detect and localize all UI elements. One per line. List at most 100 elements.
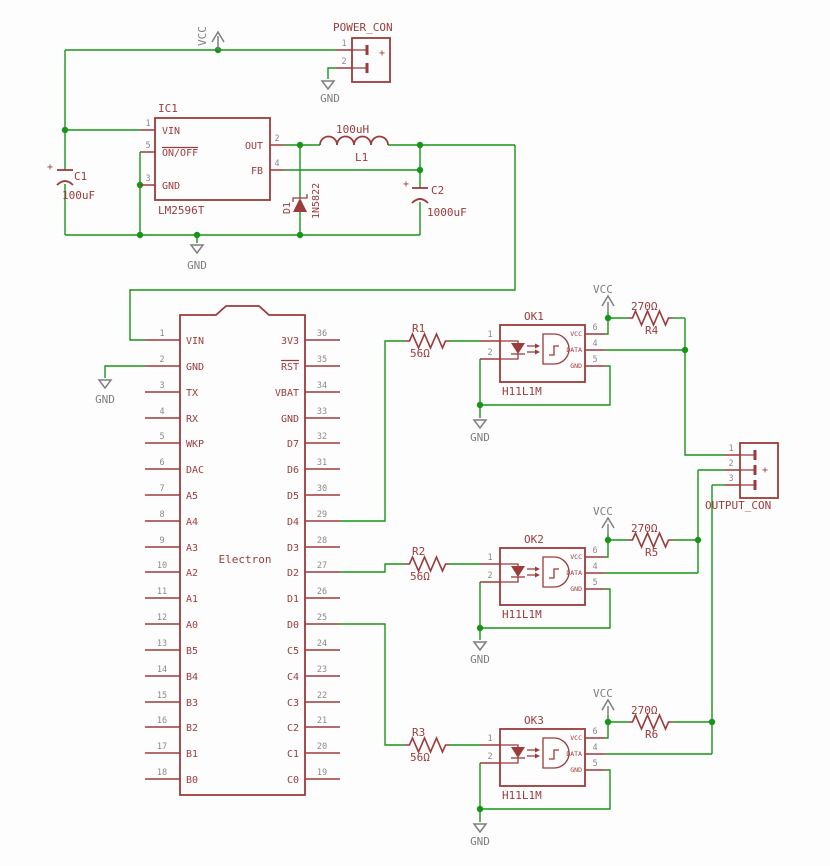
mcu-pin-name: DAC: [186, 465, 204, 476]
mcu-pin-number: 18: [157, 768, 167, 778]
vcc-label: VCC: [593, 283, 613, 296]
pin-name-fb: FB: [251, 166, 263, 177]
r4-name-label: R4: [645, 324, 659, 337]
mcu-pin-number: 9: [159, 536, 164, 546]
d1-name-label: D1: [282, 202, 293, 214]
mcu-pin-number: 15: [157, 691, 167, 701]
mcu-pin-number: 17: [157, 742, 167, 752]
gnd-label: GND: [320, 92, 340, 105]
r2-name-label: R2: [412, 545, 425, 558]
pin-number: 1: [728, 444, 733, 454]
net-wires[interactable]: [61, 46, 724, 822]
mcu-pin-number: 36: [317, 329, 327, 339]
mcu-pin-number: 12: [157, 613, 167, 623]
regulator-ic1[interactable]: IC1 1 5 3 2 4 VIN ON/OFF GND OUT FB LM25…: [140, 102, 285, 217]
mcu-pin-name: D1: [287, 594, 299, 605]
mcu-pin-name: A3: [186, 543, 198, 554]
pin-number: 1: [487, 330, 492, 340]
ic1-value-label: LM2596T: [158, 204, 205, 217]
r3-value-label: 56Ω: [410, 751, 430, 764]
resistor-r4[interactable]: 270Ω R4: [628, 300, 673, 337]
c2-name-label: C2: [431, 184, 444, 197]
gnd-label: GND: [470, 431, 490, 444]
pin-number: 2: [728, 459, 733, 469]
mcu-pin-number: 4: [159, 407, 164, 417]
resistor-r5[interactable]: 270Ω R5: [628, 522, 673, 559]
opto-pin-label-data: DATA: [566, 750, 582, 758]
mcu-pin-name: B5: [186, 646, 198, 657]
gnd-label: GND: [95, 393, 115, 406]
capacitor-c2[interactable]: + C2 1000uF: [403, 179, 467, 219]
mcu-pin-name: B3: [186, 698, 198, 709]
mcu-pin-number: 24: [317, 639, 327, 649]
vcc-symbol-ok2[interactable]: VCC: [593, 505, 615, 534]
c1-name-label: C1: [74, 170, 87, 183]
pin-number: 1: [341, 39, 346, 49]
pin-number: 4: [592, 743, 597, 753]
gnd-symbol-ok2[interactable]: GND: [470, 641, 490, 666]
mcu-pin-name: VBAT: [275, 388, 299, 399]
vcc-label: VCC: [593, 505, 613, 518]
output-connector[interactable]: + 1 2 3 OUTPUT_CON: [705, 442, 779, 512]
ok3-name-label: OK3: [524, 714, 544, 727]
mcu-name-label: Electron: [219, 553, 272, 566]
optocoupler-ok2[interactable]: OK2 VCC DATA GND 1 2 6 4 5 H11L1M: [480, 533, 605, 621]
polarity-plus: +: [762, 465, 768, 476]
gnd-symbol-ok3[interactable]: GND: [470, 823, 490, 848]
mcu-electron[interactable]: Electron 1 2 3 4 5 6 7 8 9 10 11 12 13 1…: [145, 305, 340, 796]
gnd-symbol-mcu[interactable]: GND: [95, 379, 115, 406]
mcu-pin-name: C4: [287, 672, 299, 683]
mcu-pin-number: 26: [317, 587, 327, 597]
mcu-pin-number: 34: [317, 381, 327, 391]
opto-pin-label-gnd: GND: [570, 585, 582, 593]
resistor-r3[interactable]: R3 56Ω: [405, 726, 450, 764]
ok1-value-label: H11L1M: [502, 385, 542, 398]
gnd-symbol-rail[interactable]: GND: [187, 244, 207, 272]
power-connector[interactable]: POWER_CON + 1 2: [333, 21, 393, 83]
mcu-pin-number: 19: [317, 768, 327, 778]
pin-number: 5: [592, 355, 597, 365]
opto-pin-label-vcc: VCC: [570, 734, 582, 742]
mcu-pin-name: C1: [287, 749, 299, 760]
resistor-r6[interactable]: 270Ω R6: [628, 704, 673, 741]
opto-pin-label-gnd: GND: [570, 766, 582, 774]
resistor-r1[interactable]: R1 56Ω: [405, 322, 450, 360]
opto-pin-label-vcc: VCC: [570, 330, 582, 338]
ic1-name-label: IC1: [158, 102, 178, 115]
mcu-pin-name: B0: [186, 775, 198, 786]
vcc-symbol-ok1[interactable]: VCC: [593, 283, 615, 312]
optocoupler-ok1[interactable]: OK1 VCC DATA GND 1 2 6 4 5 H11L1M: [480, 310, 605, 398]
mcu-pin-name: C0: [287, 775, 299, 786]
mcu-pin-name: VIN: [186, 336, 204, 347]
diode-d1[interactable]: D1 1N5822: [282, 183, 322, 219]
opto-pin-label-vcc: VCC: [570, 553, 582, 561]
mcu-pin-number: 14: [157, 665, 167, 675]
mcu-pin-number: 35: [317, 355, 327, 365]
gnd-symbol-powercon[interactable]: GND: [320, 80, 340, 105]
mcu-pin-number: 3: [159, 381, 164, 391]
resistor-r2[interactable]: R2 56Ω: [405, 545, 450, 583]
mcu-pin-name: RST: [281, 362, 299, 373]
optocoupler-ok3[interactable]: OK3 VCC DATA GND 1 2 6 4 5 H11L1M: [480, 714, 605, 802]
mcu-pin-name: D6: [287, 465, 299, 476]
mcu-pin-number: 11: [157, 587, 167, 597]
pin-number: 1: [145, 119, 150, 129]
mcu-pin-name: D7: [287, 439, 299, 450]
mcu-pin-number: 30: [317, 484, 327, 494]
output-con-name-label: OUTPUT_CON: [705, 499, 771, 512]
gnd-symbol-ok1[interactable]: GND: [470, 419, 490, 444]
vcc-symbol-main[interactable]: VCC: [196, 26, 225, 50]
mcu-pin-name: RX: [186, 414, 198, 425]
gnd-label: GND: [470, 835, 490, 848]
pin-number: 5: [145, 141, 150, 151]
mcu-pin-number: 31: [317, 458, 327, 468]
mcu-pin-name: GND: [281, 414, 299, 425]
mcu-pin-name: C2: [287, 723, 299, 734]
mcu-pin-name: D0: [287, 620, 299, 631]
inductor-l1[interactable]: 100uH L1: [319, 123, 389, 164]
capacitor-c1[interactable]: + C1 100uF: [47, 162, 95, 202]
pin-number: 1: [487, 553, 492, 563]
vcc-symbol-ok3[interactable]: VCC: [593, 687, 615, 716]
r1-name-label: R1: [412, 322, 425, 335]
